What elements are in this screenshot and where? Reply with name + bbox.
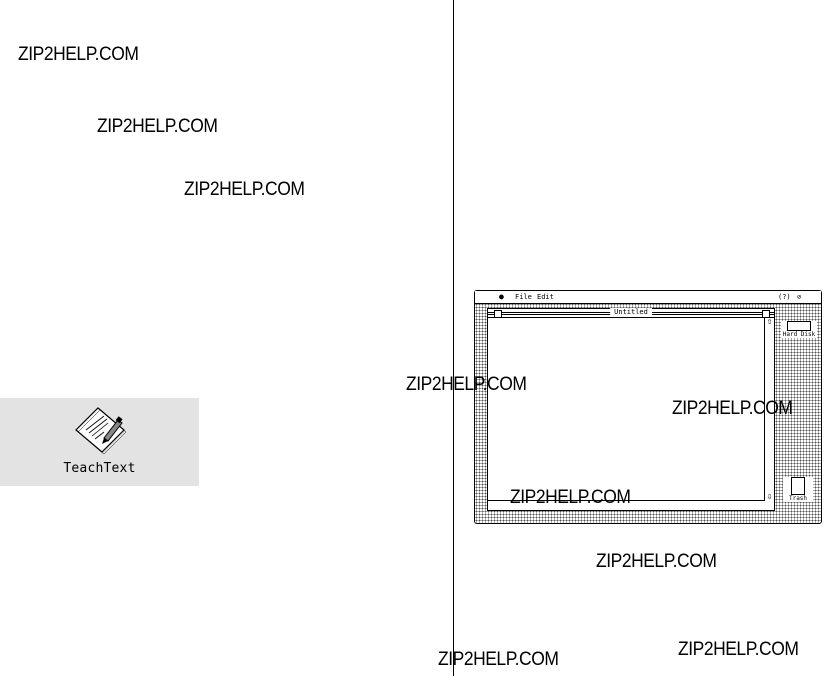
scroll-down-arrow-icon[interactable]: ⇩: [766, 493, 773, 501]
trash-label: Trash: [788, 495, 808, 502]
window-title: Untitled: [610, 308, 652, 317]
vertical-scrollbar[interactable]: ⇧ ⇩: [764, 318, 774, 510]
watermark: ZIP2HELP.COM: [672, 398, 793, 419]
teachtext-label: TeachText: [63, 461, 136, 476]
trash-icon[interactable]: Trash: [783, 477, 813, 502]
watermark: ZIP2HELP.COM: [406, 374, 527, 395]
scroll-up-arrow-icon[interactable]: ⇧: [766, 318, 773, 326]
watermark: ZIP2HELP.COM: [97, 116, 218, 137]
teachtext-document-icon[interactable]: [74, 406, 128, 463]
watermark: ZIP2HELP.COM: [678, 639, 799, 660]
menu-bar:  ● File Edit (?) ⊘: [475, 291, 821, 304]
watermark: ZIP2HELP.COM: [184, 179, 305, 200]
watermark: ZIP2HELP.COM: [438, 649, 559, 670]
menu-edit[interactable]: Edit: [537, 293, 554, 301]
watermark: ZIP2HELP.COM: [510, 487, 631, 508]
menu-file[interactable]: File: [515, 293, 532, 301]
watermark: ZIP2HELP.COM: [596, 551, 717, 572]
watermark: ZIP2HELP.COM: [18, 44, 139, 65]
hard-disk-icon[interactable]: Hard Disk: [781, 321, 817, 338]
zoom-box-icon[interactable]: [762, 310, 770, 318]
horizontal-scrollbar[interactable]: [488, 500, 765, 510]
app-menu-icon[interactable]: ⊘: [797, 293, 802, 301]
untitled-window: Untitled ⇧ ⇩: [487, 308, 775, 511]
apple-menu-icon-fallback: ●: [499, 292, 504, 301]
column-divider: [453, 0, 454, 676]
close-box-icon[interactable]: [494, 310, 502, 318]
hard-disk-label: Hard Disk: [782, 331, 816, 338]
mac-desktop-screen:  ● File Edit (?) ⊘ Untitled ⇧ ⇩ Hard Di…: [474, 290, 822, 524]
teachtext-icon-panel: TeachText: [0, 398, 199, 486]
help-menu-icon[interactable]: (?): [778, 293, 791, 301]
